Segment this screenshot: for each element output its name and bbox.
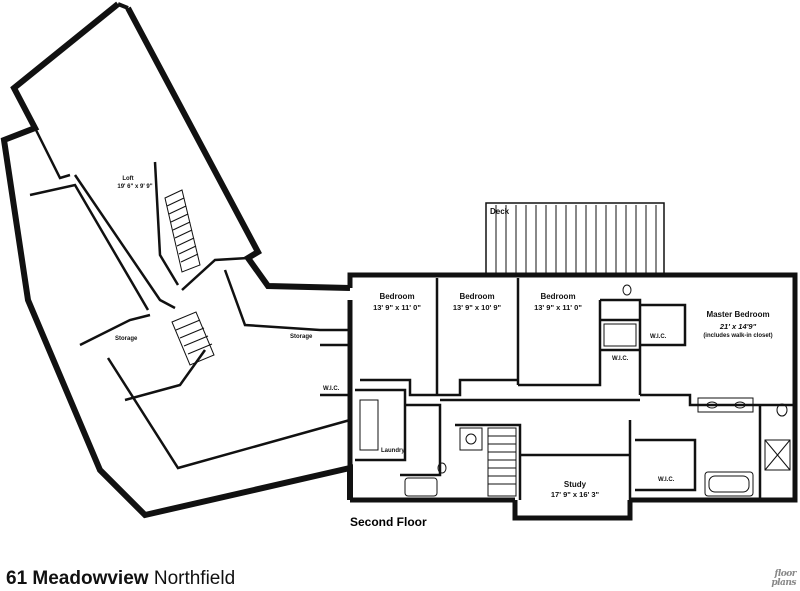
loft-wall (153, 161, 180, 286)
toilet-icon (776, 403, 788, 417)
shower (764, 439, 791, 471)
laundry-counter (359, 399, 379, 451)
sink-icon (465, 433, 477, 445)
wing-stairs (171, 311, 215, 366)
wic-left-wall (320, 343, 352, 397)
master-bedroom-note: (includes walk-in closet) (703, 333, 772, 339)
wing-outer-wall (0, 1, 353, 519)
caption: 61 Meadowview Northfield (6, 568, 235, 590)
wing-mid-wall (181, 256, 249, 291)
wic-bed3-label: W.I.C. (612, 356, 629, 362)
wing-inner-wall-a (33, 127, 71, 180)
sink-icon (734, 401, 746, 409)
sink-icon (706, 401, 718, 409)
loft-stairs (164, 189, 201, 273)
bed-closets (360, 378, 518, 397)
wing-wall-top (117, 2, 129, 10)
bedroom-3-dims: 13' 9" x 11' 0" (534, 303, 582, 312)
wic-left-label: W.I.C. (323, 386, 340, 392)
wing-inner-wall-d (79, 313, 151, 347)
loft-dims: 19' 6" x 9' 9" (117, 184, 152, 190)
wing-right-wall (125, 6, 351, 291)
bath-shower (603, 323, 637, 347)
floor-plan: Loft 19' 6" x 9' 9" Deck Bedroom 13' 9" … (0, 1, 798, 529)
wing-inner-wall-b (29, 183, 150, 311)
caption-address: 61 Meadowview (6, 568, 149, 589)
master-bedroom-dims: 21' x 14'9" (719, 322, 757, 331)
deck-boards (495, 205, 657, 274)
study-dims: 17' 9" x 16' 3" (551, 490, 600, 499)
bed3-bottom (518, 300, 602, 387)
main-top-wall (347, 272, 798, 503)
main-stairs (487, 427, 517, 497)
vanity (697, 397, 754, 413)
storage-left-label: Storage (115, 336, 138, 342)
tub (704, 471, 754, 497)
storage-right-label: Storage (290, 334, 313, 340)
interior-walls (29, 127, 795, 500)
fixtures (359, 284, 791, 497)
storage-right-wall (223, 269, 350, 332)
bedroom-1-dims: 13' 9" x 11' 0" (373, 303, 421, 312)
bedroom-1-label: Bedroom (379, 292, 414, 301)
tub-inner (708, 475, 750, 493)
caption-town: Northfield (153, 568, 236, 589)
toilet-icon (437, 462, 447, 474)
bath-walls (600, 298, 642, 395)
study-label: Study (564, 480, 587, 489)
hall-tub (404, 477, 438, 497)
floor-label: Second Floor (350, 515, 427, 529)
logo-line-1: floor (774, 569, 796, 579)
wic-master-bottom-label: W.I.C. (658, 477, 675, 483)
wing-inner-wall-c (73, 174, 176, 310)
floorplans-logo: floor plans (771, 570, 796, 588)
wic-master-top-label: W.I.C. (650, 334, 667, 340)
laundry-label: Laundry (381, 448, 405, 454)
logo-line-2: plans (771, 578, 796, 588)
storage-wall (106, 357, 351, 470)
deck-outline (485, 202, 665, 276)
master-wic-bottom (635, 438, 697, 492)
master-bedroom-label: Master Bedroom (706, 310, 769, 319)
bedroom-2-label: Bedroom (459, 292, 494, 301)
stair-walls (455, 423, 522, 500)
deck (485, 202, 665, 276)
hall-walls (400, 403, 442, 477)
bedroom-2-dims: 13' 9" x 10' 9" (453, 303, 502, 312)
master-bottom-wall (640, 393, 795, 407)
hall-vanity (459, 427, 483, 451)
laundry-walls (355, 388, 407, 462)
study-bay-wall (512, 500, 633, 521)
master-wic-top (640, 303, 687, 347)
deck-label: Deck (490, 207, 510, 216)
storage-inner (124, 349, 207, 402)
bedroom-3-label: Bedroom (540, 292, 575, 301)
toilet-icon (622, 284, 632, 296)
loft-label: Loft (122, 176, 133, 182)
